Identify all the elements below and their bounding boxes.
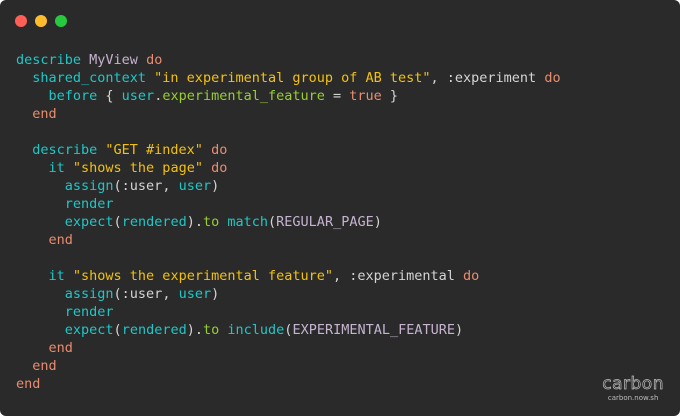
code-line: shared_context "in experimental group of… <box>16 69 561 87</box>
close-dot-icon[interactable] <box>15 15 27 27</box>
code-line: expect(rendered).to include(EXPERIMENTAL… <box>16 321 561 339</box>
code-token: to <box>202 322 220 338</box>
window-controls <box>15 15 67 27</box>
code-line: before { user.experimental_feature = tru… <box>16 87 561 105</box>
code-token: = <box>324 88 350 104</box>
code-token: rendered <box>121 214 187 230</box>
code-token: end <box>16 232 73 248</box>
code-token: render <box>16 196 114 212</box>
minimize-dot-icon[interactable] <box>35 15 47 27</box>
code-token: true <box>349 88 382 104</box>
code-token: end <box>16 106 57 122</box>
code-token: } <box>381 88 399 104</box>
code-token: include <box>227 322 285 338</box>
maximize-dot-icon[interactable] <box>55 15 67 27</box>
code-line: render <box>16 303 561 321</box>
code-token: describe <box>16 52 82 68</box>
code-token: ( <box>113 322 122 338</box>
code-token: do <box>146 52 163 68</box>
code-token: describe <box>16 142 106 158</box>
code-token: (:user, <box>113 178 179 194</box>
code-token: expect <box>16 322 114 338</box>
code-token: do <box>202 142 228 158</box>
code-token: before <box>16 88 106 104</box>
code-line: end <box>16 357 561 375</box>
code-token: end <box>16 340 73 356</box>
code-token: shared_context <box>16 70 155 86</box>
code-token: do <box>202 160 228 176</box>
code-token: "shows the page" <box>72 160 203 176</box>
code-token: match <box>227 214 269 230</box>
code-token: expect <box>16 214 114 230</box>
carbon-url: carbon.now.sh <box>607 394 659 402</box>
code-token: to <box>202 214 220 230</box>
code-line <box>16 249 561 267</box>
code-line: describe "GET #index" do <box>16 141 561 159</box>
code-line: render <box>16 195 561 213</box>
code-line: end <box>16 339 561 357</box>
code-token: user <box>178 286 212 302</box>
code-line: it "shows the experimental feature", :ex… <box>16 267 561 285</box>
code-token: do <box>544 70 561 86</box>
code-token: ). <box>186 214 203 230</box>
code-token: end <box>16 376 41 392</box>
code-token: assign <box>16 178 114 194</box>
code-token: it <box>16 268 73 284</box>
code-token: EXPERIMENTAL_FEATURE <box>292 322 455 338</box>
carbon-logo: carbon <box>602 374 664 394</box>
carbon-watermark: carbon carbon.now.sh <box>602 375 664 402</box>
code-token: . <box>154 88 163 104</box>
code-block: describe MyView do shared_context "in ex… <box>16 51 561 393</box>
code-token: ). <box>186 322 203 338</box>
code-token: REGULAR_PAGE <box>276 214 374 230</box>
code-line: end <box>16 375 561 393</box>
code-token: ( <box>284 322 293 338</box>
code-token: ) <box>373 214 382 230</box>
code-token: user <box>121 88 155 104</box>
code-token: assign <box>16 286 114 302</box>
code-token: "in experimental group of AB test" <box>154 70 431 86</box>
code-token: { <box>105 88 122 104</box>
code-token: , :experiment <box>430 70 545 86</box>
code-token: ( <box>268 214 277 230</box>
code-line: end <box>16 231 561 249</box>
code-token: do <box>463 268 480 284</box>
code-token: MyView <box>81 52 147 68</box>
code-token: user <box>178 178 212 194</box>
code-token: rendered <box>121 322 187 338</box>
code-token: it <box>16 160 73 176</box>
code-line: expect(rendered).to match(REGULAR_PAGE) <box>16 213 561 231</box>
code-line: end <box>16 105 561 123</box>
code-token: , :experimental <box>333 268 464 284</box>
code-token: (:user, <box>113 286 179 302</box>
code-line: assign(:user, user) <box>16 177 561 195</box>
code-token: experimental_feature <box>162 88 325 104</box>
code-token: ) <box>455 322 464 338</box>
code-token: "GET #index" <box>105 142 203 158</box>
code-line <box>16 123 561 141</box>
code-token: render <box>16 304 114 320</box>
code-token: ) <box>211 178 220 194</box>
code-token: ( <box>113 214 122 230</box>
code-line: assign(:user, user) <box>16 285 561 303</box>
code-line: describe MyView do <box>16 51 561 69</box>
code-line: it "shows the page" do <box>16 159 561 177</box>
code-token: "shows the experimental feature" <box>72 268 333 284</box>
code-token: ) <box>211 286 220 302</box>
code-token: end <box>16 358 57 374</box>
